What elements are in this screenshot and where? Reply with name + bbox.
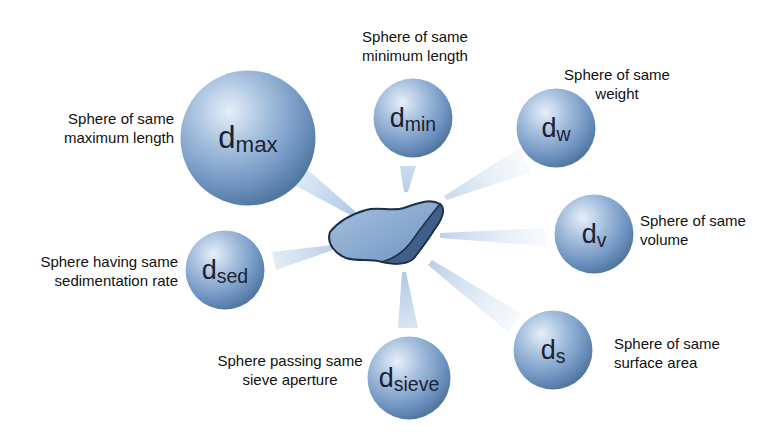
ray: [272, 245, 333, 270]
sphere-caption: Sphere of same weight: [558, 66, 676, 104]
ray: [428, 260, 522, 332]
diameter-symbol: dw: [516, 88, 596, 168]
sphere-fill: [374, 79, 453, 158]
sphere-fill: [368, 337, 451, 420]
diameter-symbol: dsed: [185, 230, 265, 310]
diameter-symbol: dsieve: [367, 336, 451, 420]
particle: [329, 201, 443, 264]
sphere-caption: Sphere of same surface area: [614, 335, 734, 373]
diameter-symbol: dv: [554, 194, 634, 274]
particle-shade: [382, 204, 443, 264]
symbol-subscript: min: [405, 113, 436, 136]
sphere-caption: Sphere passing same sieve aperture: [208, 352, 372, 390]
ray: [398, 272, 418, 328]
symbol-letter: d: [390, 103, 405, 134]
symbol-letter: d: [582, 219, 597, 250]
sphere-caption: Sphere having same sedimentation rate: [16, 253, 178, 291]
symbol-subscript: v: [597, 229, 607, 252]
sphere-caption: Sphere of same maximum length: [42, 110, 174, 148]
sphere-fill: [517, 89, 596, 168]
symbol-subscript: s: [556, 345, 566, 368]
equivalent-sphere: dvSphere of same volume: [554, 194, 634, 274]
sphere-caption: Sphere of same volume: [640, 212, 760, 250]
sphere-fill: [186, 231, 265, 310]
diameter-symbol: dmin: [373, 78, 453, 158]
particle-body: [329, 201, 443, 264]
ray: [400, 166, 416, 192]
equivalent-sphere: dminSphere of same minimum length: [373, 78, 453, 158]
symbol-letter: d: [379, 363, 394, 394]
symbol-subscript: sed: [217, 265, 248, 288]
symbol-letter: d: [202, 255, 217, 286]
ray: [440, 228, 545, 246]
light-rays: [272, 148, 545, 332]
symbol-subscript: sieve: [394, 373, 439, 396]
sphere-fill: [514, 311, 593, 390]
equivalent-sphere: dsSphere of same surface area: [513, 310, 593, 390]
equivalent-sphere: dwSphere of same weight: [516, 88, 596, 168]
equivalent-sphere: dsieveSphere passing same sieve aperture: [367, 336, 451, 420]
symbol-letter: d: [541, 113, 556, 144]
ray: [444, 148, 531, 200]
symbol-letter: d: [218, 120, 235, 156]
symbol-subscript: max: [236, 132, 278, 158]
sphere-fill: [181, 71, 316, 206]
diameter-symbol: dmax: [180, 70, 316, 206]
equivalent-sphere: dsedSphere having same sedimentation rat…: [185, 230, 265, 310]
sphere-fill: [555, 195, 634, 274]
diameter-symbol: ds: [513, 310, 593, 390]
equivalent-sphere: dmaxSphere of same maximum length: [180, 70, 316, 206]
symbol-subscript: w: [556, 123, 570, 146]
symbol-letter: d: [541, 335, 556, 366]
sphere-caption: Sphere of same minimum length: [350, 28, 480, 66]
ray: [296, 170, 356, 216]
